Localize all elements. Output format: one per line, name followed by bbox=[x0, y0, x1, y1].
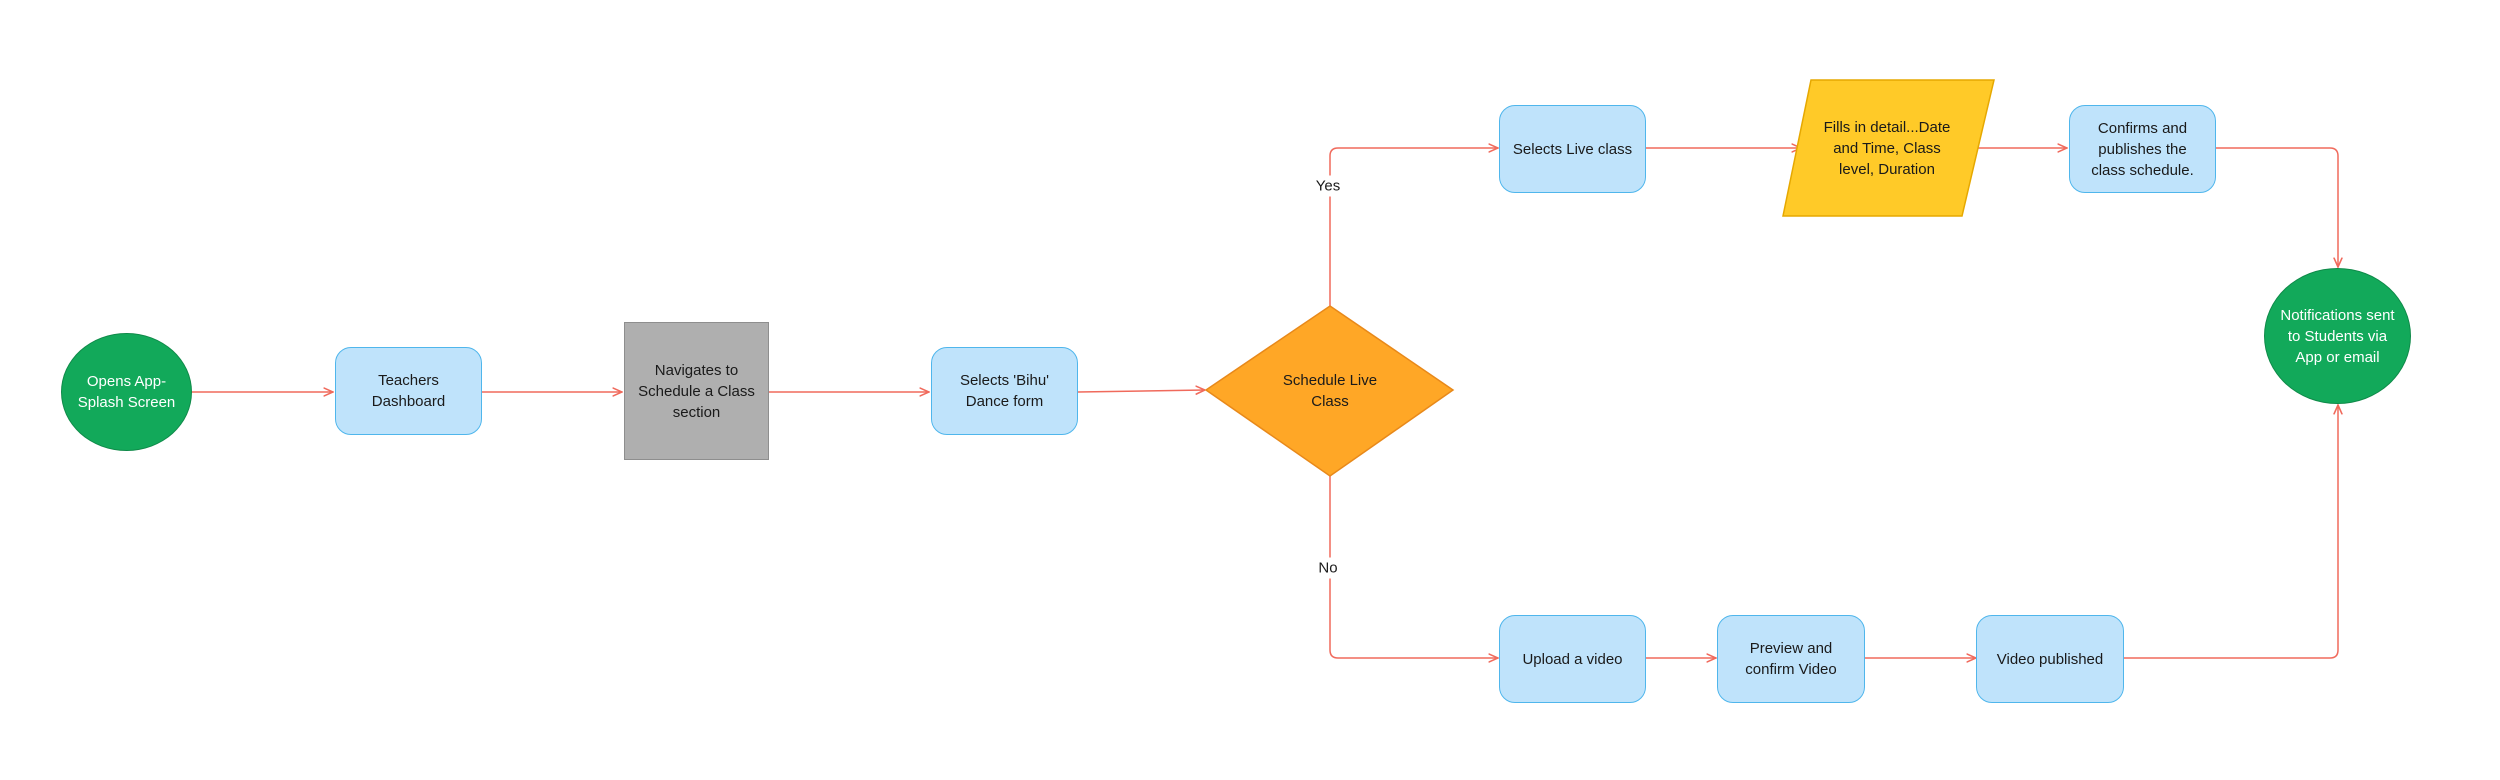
selects-bihu-node[interactable]: Selects 'Bihu' Dance form bbox=[931, 347, 1078, 435]
connector-decision-no bbox=[1329, 476, 1498, 658]
selects-live-label: Selects Live class bbox=[1512, 140, 1633, 158]
notifications-label: Notifications sent to Students via App o… bbox=[2280, 306, 2395, 366]
connector-published-to-notifications bbox=[2124, 405, 2338, 659]
start-label: Opens App-Splash Screen bbox=[77, 373, 176, 411]
confirms-node[interactable]: Confirms and publishes the class schedul… bbox=[2069, 105, 2216, 193]
notifications-terminal[interactable]: Notifications sent to Students via App o… bbox=[2264, 268, 2411, 404]
connector-confirms-to-notifications bbox=[2216, 147, 2338, 267]
connector-decision-yes bbox=[1329, 148, 1498, 306]
yes-label: Yes bbox=[1311, 175, 1345, 197]
teachers-dashboard-node[interactable]: Teachers Dashboard bbox=[335, 347, 482, 435]
video-published-label: Video published bbox=[1996, 650, 2104, 668]
preview-node[interactable]: Preview and confirm Video bbox=[1717, 615, 1865, 703]
selects-live-node[interactable]: Selects Live class bbox=[1499, 105, 1646, 193]
data-parallelogram[interactable] bbox=[1782, 79, 1995, 217]
upload-video-label: Upload a video bbox=[1522, 650, 1623, 668]
navigates-label: Navigates to Schedule a Class section bbox=[638, 361, 755, 421]
confirms-label: Confirms and publishes the class schedul… bbox=[2091, 119, 2194, 179]
video-published-node[interactable]: Video published bbox=[1976, 615, 2124, 703]
upload-video-node[interactable]: Upload a video bbox=[1499, 615, 1646, 703]
decision-diamond[interactable] bbox=[1204, 305, 1455, 477]
start-terminal[interactable]: Opens App-Splash Screen bbox=[61, 333, 192, 451]
fills-in-label: Fills in detail...Date and Time, Class l… bbox=[1823, 118, 1951, 178]
connector-selects-bihu-to-decision bbox=[1077, 390, 1205, 392]
selects-bihu-label: Selects 'Bihu' Dance form bbox=[959, 372, 1050, 410]
teachers-dashboard-label: Teachers Dashboard bbox=[371, 372, 446, 410]
navigates-node[interactable]: Navigates to Schedule a Class section bbox=[624, 322, 769, 460]
decision-label: Schedule Live Class bbox=[1282, 372, 1378, 410]
preview-label: Preview and confirm Video bbox=[1745, 640, 1837, 678]
no-label: No bbox=[1314, 557, 1342, 579]
